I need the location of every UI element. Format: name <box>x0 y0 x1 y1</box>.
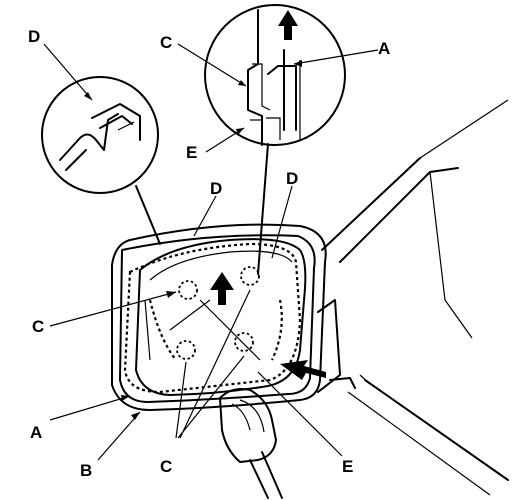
label-e-top: E <box>186 143 197 162</box>
black-arrow-icon <box>280 360 326 380</box>
label-d-mid-2: D <box>286 169 298 188</box>
clip-c-3 <box>176 340 196 360</box>
up-arrow-icon <box>210 272 234 305</box>
leader-lines <box>43 43 379 461</box>
mirror-glass <box>135 238 307 396</box>
zoom-detail-d <box>41 76 161 245</box>
labels: D C A E D D C A B C E <box>28 27 390 480</box>
label-c-top: C <box>160 33 172 52</box>
label-e-bottom-right: E <box>342 457 353 476</box>
clip-c-2 <box>240 266 260 286</box>
mirror-housing <box>111 223 327 411</box>
label-d-top-left: D <box>28 27 40 46</box>
zoom-detail-section <box>204 4 346 275</box>
label-a-top-right: A <box>378 39 390 58</box>
clip-layout-outline <box>123 242 302 394</box>
label-c-left: C <box>32 317 44 336</box>
clip-c-4 <box>234 332 254 352</box>
trim-tool-icon <box>219 388 283 499</box>
label-d-mid-1: D <box>210 179 222 198</box>
clip-c-1 <box>178 280 198 300</box>
label-a-bottom-left: A <box>30 423 42 442</box>
clip-circles <box>176 266 260 360</box>
label-b-bottom: B <box>80 461 92 480</box>
label-c-bottom: C <box>160 457 172 476</box>
door-frame <box>317 99 509 496</box>
